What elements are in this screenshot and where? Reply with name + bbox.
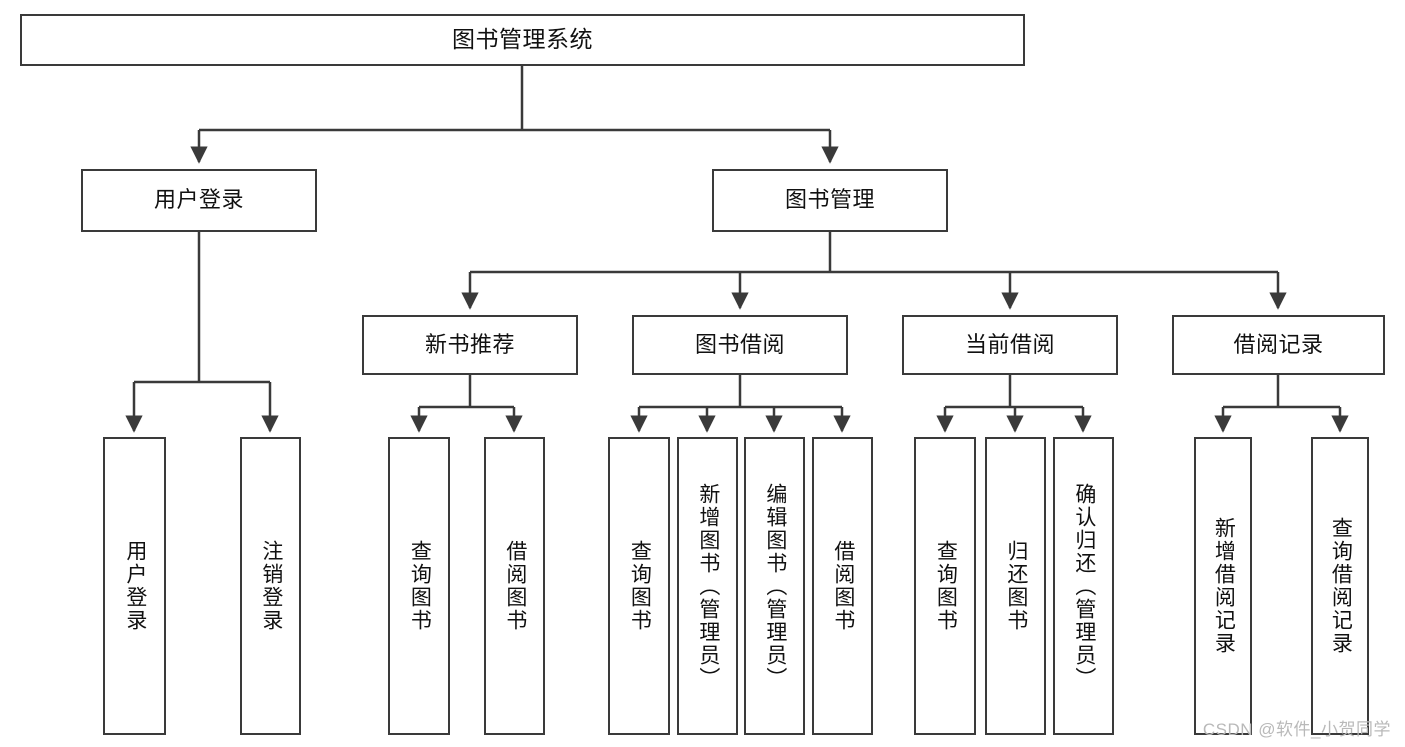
- node-leaf-query-book-2-label: 查询图书: [628, 540, 652, 632]
- node-leaf-borrow-book-1-label: 借阅图书: [503, 540, 527, 632]
- node-leaf-return-book[interactable]: 归还图书: [985, 437, 1046, 735]
- node-leaf-add-record-label: 新增借阅记录: [1212, 517, 1236, 655]
- node-book-borrow[interactable]: 图书借阅: [632, 315, 848, 375]
- node-borrow-record-label: 借阅记录: [1233, 331, 1324, 357]
- node-leaf-add-book-label: 新增图书（管理员）: [696, 482, 720, 690]
- node-user-login[interactable]: 用户登录: [81, 169, 317, 232]
- node-leaf-query-record[interactable]: 查询借阅记录: [1311, 437, 1369, 735]
- node-leaf-query-book-3-label: 查询图书: [934, 540, 958, 632]
- node-leaf-query-book-1-label: 查询图书: [408, 540, 432, 632]
- node-leaf-borrow-book-2-label: 借阅图书: [831, 540, 855, 632]
- node-leaf-query-book-2[interactable]: 查询图书: [608, 437, 670, 735]
- csdn-watermark: CSDN @软件_小贺同学: [1202, 720, 1391, 739]
- node-root-label: 图书管理系统: [452, 26, 593, 53]
- node-leaf-user-logout-label: 注销登录: [259, 540, 283, 632]
- node-leaf-user-login-label: 用户登录: [123, 540, 147, 632]
- node-borrow-record[interactable]: 借阅记录: [1172, 315, 1385, 375]
- node-leaf-confirm-return[interactable]: 确认归还（管理员）: [1053, 437, 1114, 735]
- node-leaf-add-book[interactable]: 新增图书（管理员）: [677, 437, 738, 735]
- node-root[interactable]: 图书管理系统: [20, 14, 1025, 66]
- node-leaf-return-book-label: 归还图书: [1004, 540, 1028, 632]
- node-leaf-query-record-label: 查询借阅记录: [1329, 517, 1353, 655]
- node-book-manage[interactable]: 图书管理: [712, 169, 948, 232]
- node-leaf-query-book-1[interactable]: 查询图书: [388, 437, 450, 735]
- node-leaf-confirm-return-label: 确认归还（管理员）: [1072, 482, 1096, 690]
- node-user-login-label: 用户登录: [153, 187, 244, 213]
- node-leaf-edit-book-label: 编辑图书（管理员）: [763, 482, 787, 690]
- node-book-borrow-label: 图书借阅: [694, 331, 785, 357]
- node-new-book-recommend-label: 新书推荐: [424, 331, 515, 357]
- node-leaf-borrow-book-1[interactable]: 借阅图书: [484, 437, 545, 735]
- node-leaf-add-record[interactable]: 新增借阅记录: [1194, 437, 1252, 735]
- node-leaf-user-login[interactable]: 用户登录: [103, 437, 166, 735]
- node-new-book-recommend[interactable]: 新书推荐: [362, 315, 578, 375]
- node-book-manage-label: 图书管理: [784, 187, 875, 213]
- node-leaf-edit-book[interactable]: 编辑图书（管理员）: [744, 437, 805, 735]
- node-leaf-borrow-book-2[interactable]: 借阅图书: [812, 437, 873, 735]
- node-leaf-query-book-3[interactable]: 查询图书: [914, 437, 976, 735]
- node-leaf-user-logout[interactable]: 注销登录: [240, 437, 301, 735]
- node-current-borrow[interactable]: 当前借阅: [902, 315, 1118, 375]
- node-current-borrow-label: 当前借阅: [964, 331, 1055, 357]
